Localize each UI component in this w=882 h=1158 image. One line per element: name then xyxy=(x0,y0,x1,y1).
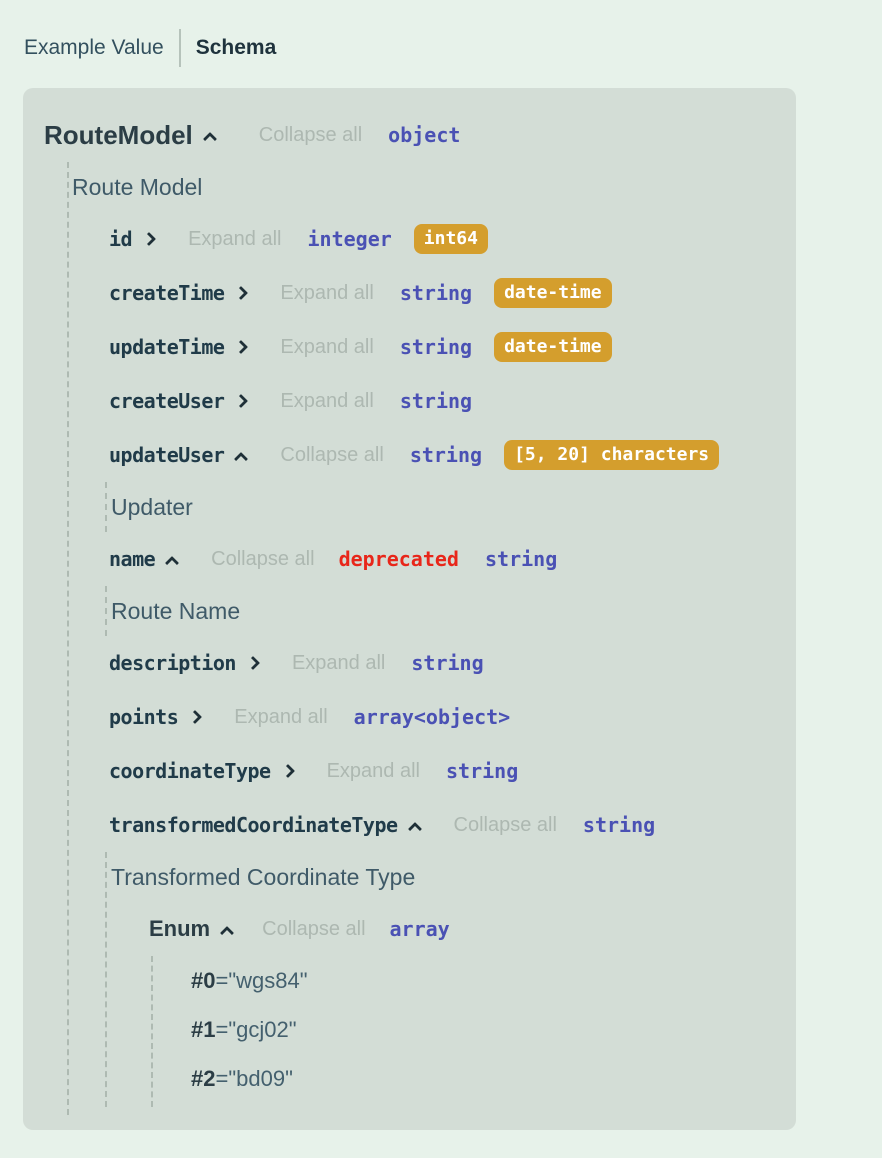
property-type-label: string xyxy=(399,389,473,413)
property-row-transformedCoordinateType: transformedCoordinateType Collapse all s… xyxy=(69,798,778,852)
property-name[interactable]: createUser xyxy=(109,389,225,413)
enum-item: #1 ="gcj02" xyxy=(153,1005,778,1054)
collapse-all-link[interactable]: Collapse all xyxy=(280,443,384,466)
property-type-label: string xyxy=(445,759,519,783)
enum-item-value: ="wgs84" xyxy=(215,967,308,993)
tab-example-value[interactable]: Example Value xyxy=(24,36,164,59)
enum-item-index: #0 xyxy=(191,967,216,993)
enum-item-value: ="gcj02" xyxy=(215,1016,297,1042)
property-type-label: string xyxy=(399,335,473,359)
enum-item: #2 ="bd09" xyxy=(153,1054,778,1103)
enum-item-index: #2 xyxy=(191,1065,216,1091)
property-type-label: string xyxy=(484,547,558,571)
format-badge: date-time xyxy=(494,278,612,308)
chevron-up-icon[interactable] xyxy=(202,131,217,146)
expand-all-link[interactable]: Expand all xyxy=(280,281,374,304)
enum-type-label: array xyxy=(389,917,450,941)
expand-all-link[interactable]: Expand all xyxy=(234,705,328,728)
property-row-updateTime: updateTime Expand all string date-time xyxy=(69,320,778,374)
collapse-all-link[interactable]: Collapse all xyxy=(211,547,315,570)
property-row-coordinateType: coordinateType Expand all string xyxy=(69,744,778,798)
enum-item: #0 ="wgs84" xyxy=(153,956,778,1005)
chevron-right-icon[interactable] xyxy=(234,393,249,409)
property-children-transformedCoordinateType: Transformed Coordinate Type Enum Collaps… xyxy=(105,852,778,1107)
property-name[interactable]: points xyxy=(109,705,179,729)
property-children-name: Route Name xyxy=(105,586,778,636)
property-description: Route Name xyxy=(111,597,241,624)
property-type-label: integer xyxy=(307,227,392,251)
property-children-updateUser: Updater xyxy=(105,482,778,532)
format-badge: int64 xyxy=(413,224,488,254)
enum-items: #0 ="wgs84" #1 ="gcj02" #2 ="bd09" xyxy=(151,956,778,1107)
tab-separator xyxy=(178,29,181,67)
property-type-label: array<object> xyxy=(353,705,511,729)
property-name[interactable]: updateTime xyxy=(109,335,225,359)
property-name[interactable]: createTime xyxy=(109,281,225,305)
chevron-up-icon[interactable] xyxy=(407,821,422,836)
property-description: Updater xyxy=(111,493,193,520)
property-type-label: string xyxy=(582,813,656,837)
expand-all-link[interactable]: Expand all xyxy=(280,389,374,412)
property-row-updateUser: updateUser Collapse all string [5, 20] c… xyxy=(69,428,778,482)
model-description: Route Model xyxy=(72,173,203,200)
model-header: RouteModel Collapse all object xyxy=(44,118,778,152)
collapse-all-link[interactable]: Collapse all xyxy=(258,123,363,146)
property-name[interactable]: description xyxy=(109,651,236,675)
model-title[interactable]: RouteModel xyxy=(44,119,193,150)
property-name[interactable]: transformedCoordinateType xyxy=(109,813,398,837)
chevron-right-icon[interactable] xyxy=(234,339,249,355)
property-name[interactable]: id xyxy=(109,227,133,251)
property-type-label: string xyxy=(411,651,484,675)
format-badge: date-time xyxy=(494,332,612,362)
enum-header: Enum Collapse all array xyxy=(107,902,778,956)
property-description: Transformed Coordinate Type xyxy=(111,863,416,890)
property-type-label: string xyxy=(409,443,483,467)
chevron-up-icon[interactable] xyxy=(234,451,249,466)
chevron-right-icon[interactable] xyxy=(142,231,157,247)
collapse-all-link[interactable]: Collapse all xyxy=(453,813,557,836)
chevron-right-icon[interactable] xyxy=(188,709,203,725)
model-children: Route Model id Expand all integer int64 … xyxy=(67,162,778,1115)
tab-schema[interactable]: Schema xyxy=(195,36,277,59)
schema-tabbar: Example Value Schema xyxy=(0,0,882,67)
expand-all-link[interactable]: Expand all xyxy=(326,759,420,782)
schema-card: RouteModel Collapse all object Route Mod… xyxy=(23,88,796,1130)
chevron-up-icon[interactable] xyxy=(220,925,235,940)
enum-item-value: ="bd09" xyxy=(215,1065,293,1091)
collapse-all-link[interactable]: Collapse all xyxy=(262,917,366,940)
property-name[interactable]: updateUser xyxy=(109,443,225,467)
chevron-right-icon[interactable] xyxy=(280,763,295,779)
enum-title[interactable]: Enum xyxy=(149,916,211,941)
property-name[interactable]: coordinateType xyxy=(109,759,271,783)
expand-all-link[interactable]: Expand all xyxy=(280,335,374,358)
expand-all-link[interactable]: Expand all xyxy=(291,651,386,674)
deprecated-flag: deprecated xyxy=(338,547,459,571)
property-row-points: points Expand all array<object> xyxy=(69,690,778,744)
property-row-createUser: createUser Expand all string xyxy=(69,374,778,428)
chevron-right-icon[interactable] xyxy=(234,285,249,301)
property-row-description: description Expand all string xyxy=(69,636,778,690)
chevron-right-icon[interactable] xyxy=(245,655,261,671)
property-row-id: id Expand all integer int64 xyxy=(69,212,778,266)
model-type-label: object xyxy=(388,123,461,147)
property-type-label: string xyxy=(399,281,473,305)
property-row-createTime: createTime Expand all string date-time xyxy=(69,266,778,320)
property-name[interactable]: name xyxy=(109,547,156,571)
property-row-name: name Collapse all deprecated string xyxy=(69,532,778,586)
chevron-up-icon[interactable] xyxy=(165,555,180,570)
expand-all-link[interactable]: Expand all xyxy=(188,227,282,250)
enum-item-index: #1 xyxy=(191,1016,216,1042)
constraint-badge: [5, 20] characters xyxy=(504,440,720,470)
